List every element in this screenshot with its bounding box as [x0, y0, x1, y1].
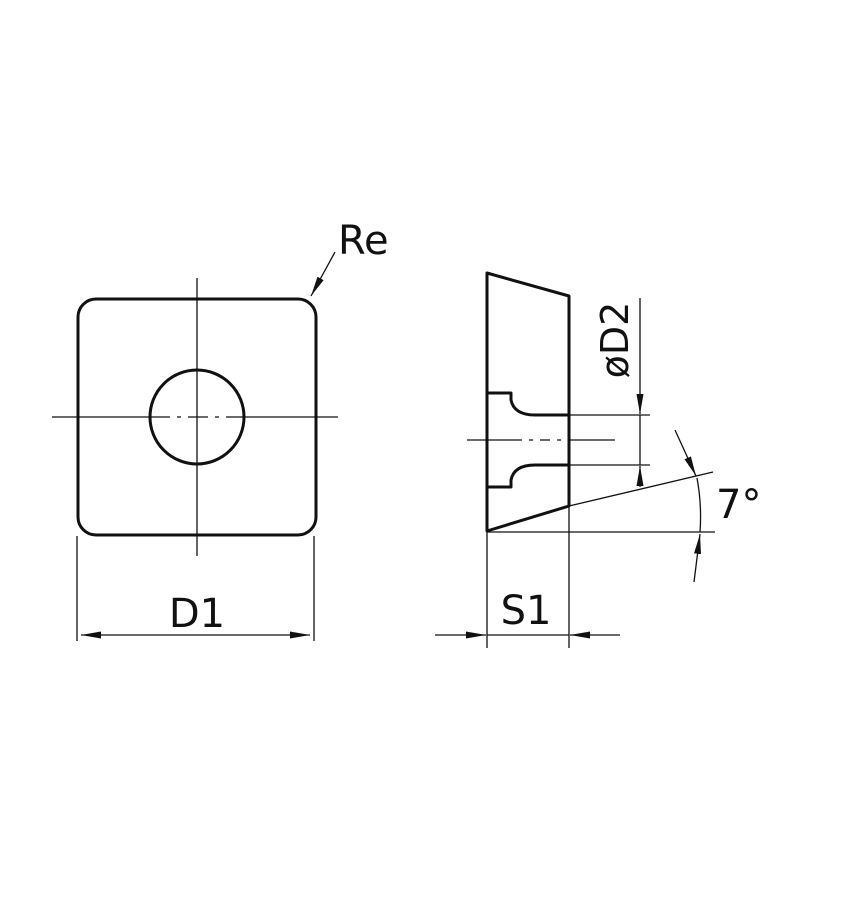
corner-radius-label: Re — [338, 218, 389, 264]
clearance-angle-line — [568, 471, 714, 507]
counterbore-hole-section — [485, 391, 571, 489]
hole-diameter-label: øD2 — [593, 302, 637, 379]
width-label: D1 — [169, 591, 225, 637]
clearance-angle-label: 7° — [716, 482, 761, 528]
angle-arrow-bottom — [693, 533, 701, 583]
angle-arc — [696, 477, 702, 533]
front-view: Re D1 — [52, 218, 389, 641]
insert-side-body — [485, 271, 571, 533]
angle-arrow-top — [674, 429, 697, 477]
thickness-label: S1 — [501, 588, 552, 634]
re-leader-arrow — [310, 251, 336, 297]
side-view: øD2 7° S1 — [435, 271, 761, 648]
